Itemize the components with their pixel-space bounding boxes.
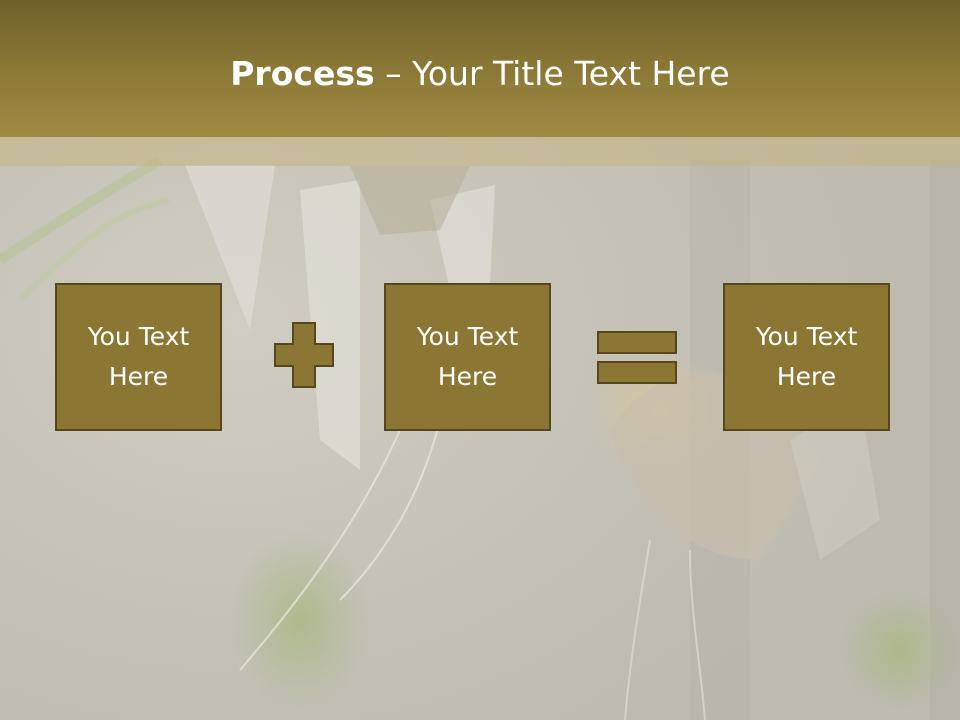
text-box-1[interactable]: You Text Here <box>55 283 222 431</box>
text-box-3[interactable]: You Text Here <box>723 283 890 431</box>
title-bold: Process <box>230 54 375 93</box>
text-box-1-label: You Text Here <box>87 322 190 391</box>
text-box-2[interactable]: You Text Here <box>384 283 551 431</box>
equals-icon <box>597 331 677 384</box>
text-box-2-label: You Text Here <box>416 322 519 391</box>
title-bar <box>0 0 960 137</box>
plus-icon <box>274 322 334 388</box>
title-bar-band <box>0 137 960 166</box>
title-rest: – Your Title Text Here <box>374 54 730 93</box>
slide-title: Process – Your Title Text Here <box>0 52 960 96</box>
text-box-3-label: You Text Here <box>755 322 858 391</box>
